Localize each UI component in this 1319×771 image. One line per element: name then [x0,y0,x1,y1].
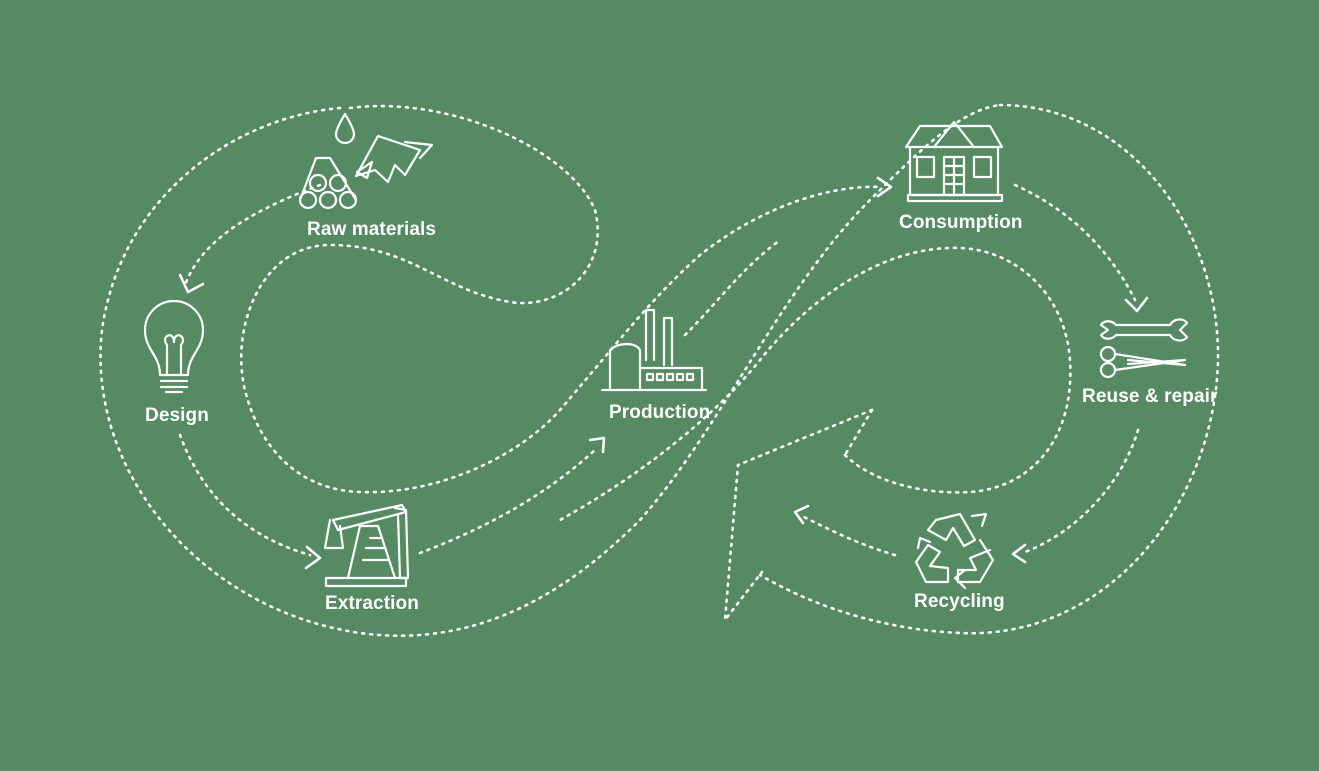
arrowhead-from-recycling [793,504,810,525]
inner-right-loop-path [558,246,1072,522]
arrowhead-to-design [178,273,205,294]
design-to-extraction-path [178,433,312,557]
stage-label-production: Production [609,402,711,423]
stage-label-reuse-repair: Reuse & repair [1082,386,1218,407]
outer-left-loop-path [183,183,322,287]
extraction-to-production-path [418,448,597,555]
reuse-to-recycling-path [1023,428,1140,554]
logs-drop-tree-icon [298,112,434,210]
outer-left-top-path [99,103,1002,637]
recycling-to-return-path [798,513,897,557]
outer-right-loop-path [758,103,1220,635]
stage-label-recycling: Recycling [914,591,1005,612]
consumption-to-reuse-path [1013,183,1137,302]
arrowhead-to-extraction [304,545,322,570]
stage-label-design: Design [145,405,209,426]
stage-label-raw-materials: Raw materials [307,219,437,240]
arrowhead-to-reuse [1124,296,1149,313]
arrowhead-to-production [588,436,606,454]
house-icon [904,120,1004,203]
stage-label-extraction: Extraction [325,593,419,614]
recycle-icon [914,512,995,590]
stage-label-consumption: Consumption [899,212,1023,233]
oil-pump-icon [323,503,410,588]
production-to-consumption-path [683,238,782,337]
raw-to-inner-path [240,104,882,494]
return-arrow-outline-path [723,408,874,625]
factory-icon [600,308,708,392]
arrowhead-to-consumption [876,176,893,198]
arrowhead-to-recycling [1011,543,1027,564]
wrench-scissors-icon [1099,318,1189,379]
lightbulb-icon [143,299,205,394]
return-arrow-tip-path [843,408,874,457]
